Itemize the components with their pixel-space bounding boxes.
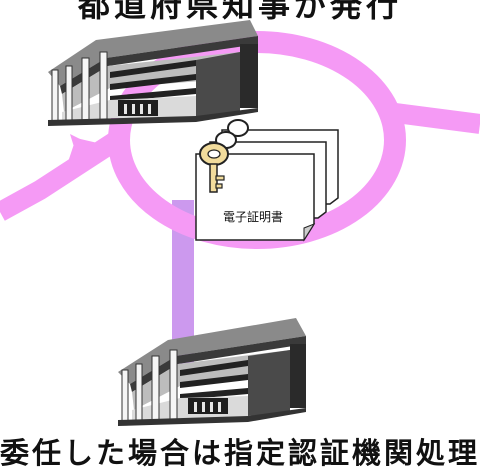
footer-caption: 委任した場合は指定認証機関処理 <box>0 436 480 470</box>
header-caption: 都道府県知事が発行 <box>77 0 402 24</box>
certificate-label: 電子証明書 <box>222 210 283 224</box>
bottom-building-icon <box>118 318 306 426</box>
left-arrow-head-icon <box>56 134 102 190</box>
left-connector <box>0 129 126 221</box>
right-connector <box>386 102 480 134</box>
top-building-icon <box>48 20 258 126</box>
certificate-with-key-icon <box>195 119 339 242</box>
vertical-connector <box>172 200 194 375</box>
